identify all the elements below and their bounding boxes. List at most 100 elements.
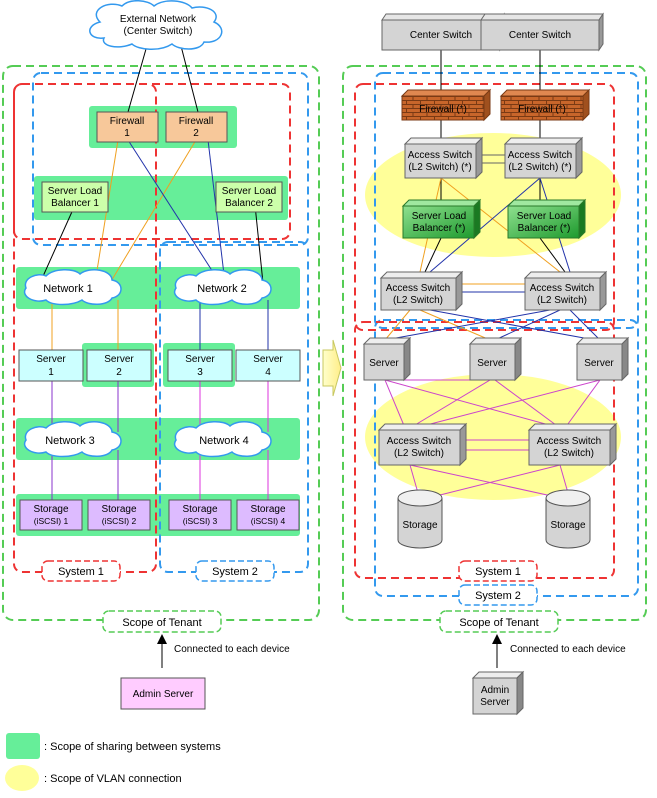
storage-1-sublabel: (iSCSI) 1	[34, 516, 69, 526]
tenant-tag: Scope of Tenant	[102, 610, 222, 633]
server-right-2-label: Server	[477, 358, 507, 369]
slb-right-1-label: Server Load	[412, 211, 466, 222]
server-load-balancer-1: Server Load Balancer 1	[41, 181, 109, 213]
server-1-label: Server	[36, 354, 66, 365]
access-switch-mid-2-label: Access Switch	[530, 283, 594, 294]
network-4-label: Network 4	[199, 435, 249, 447]
legend-sharing-label: : Scope of sharing between systems	[44, 741, 221, 753]
storage-2-label: Storage	[101, 504, 136, 515]
server-right-1: Server	[362, 336, 412, 382]
center-switch-1: Center Switch	[381, 12, 505, 52]
server-3-number: 3	[197, 367, 203, 378]
access-switch-bottom-1-label: Access Switch	[387, 436, 451, 447]
tenant-label-right: Scope of Tenant	[459, 617, 538, 629]
legend-vlan-swatch	[5, 765, 39, 791]
system1-upper-boundary-right	[354, 83, 615, 331]
access-switch-mid-1: Access Switch (L2 Switch)	[379, 270, 464, 312]
access-switch-top-1: Access Switch (L2 Switch) (*)	[403, 136, 484, 180]
network-3-label: Network 3	[45, 435, 95, 447]
system-2-tag: System 2	[195, 560, 275, 582]
access-switch-top-2: Access Switch (L2 Switch) (*)	[503, 136, 584, 180]
firewall-brick-2: Firewall (*)	[499, 88, 591, 122]
admin-server-right: Admin Server	[471, 670, 525, 716]
access-switch-top-1-label: Access Switch	[408, 150, 472, 161]
system-1-label-right: System 1	[475, 566, 521, 578]
access-switch-mid-1-sublabel: (L2 Switch)	[393, 295, 443, 306]
firewall-2-number: 2	[193, 128, 199, 139]
firewall-2: Firewall 2	[165, 111, 228, 143]
server-right-1-label: Server	[369, 358, 399, 369]
storage-iscsi-1: Storage (iSCSI) 1	[19, 499, 83, 531]
legend-sharing-swatch	[6, 733, 40, 759]
access-switch-mid-2-sublabel: (L2 Switch)	[537, 295, 587, 306]
center-switch-2: Center Switch	[480, 12, 604, 52]
storage-1-label: Storage	[33, 504, 68, 515]
connected-note: Connected to each device	[174, 644, 290, 655]
storage-iscsi-2: Storage (iSCSI) 2	[87, 499, 151, 531]
server-load-balancer-2: Server Load Balancer 2	[215, 181, 283, 213]
external-network-label: External Network	[120, 14, 197, 25]
external-network-cloud: External Network (Center Switch)	[89, 0, 223, 50]
center-switch-2-label: Center Switch	[509, 30, 571, 41]
server-3-label: Server	[185, 354, 215, 365]
server-4-number: 4	[265, 367, 271, 378]
server-1: Server 1	[18, 349, 84, 382]
system-2-label-right: System 2	[475, 590, 521, 602]
network-1-label: Network 1	[43, 283, 93, 295]
server-right-3: Server	[575, 336, 630, 382]
transition-arrow	[322, 339, 342, 397]
network-4-cloud: Network 4	[173, 420, 272, 458]
storage-iscsi-3: Storage (iSCSI) 3	[168, 499, 232, 531]
vlan-scope-bottom	[365, 374, 621, 500]
admin-server-right-label: Admin	[481, 685, 509, 696]
access-switch-bottom-2: Access Switch (L2 Switch)	[527, 422, 618, 467]
firewall-1: Firewall 1	[96, 111, 159, 143]
access-switch-bottom-1: Access Switch (L2 Switch)	[377, 422, 468, 467]
system1-scope-boundary	[13, 83, 291, 240]
server-load-balancer-right-1: Server Load Balancer (*)	[401, 198, 482, 240]
legend: : Scope of sharing between systems : Sco…	[5, 733, 221, 791]
server-1-number: 1	[48, 367, 54, 378]
firewall-brick-2-label: Firewall (*)	[518, 104, 566, 115]
slb-1-sublabel: Balancer 1	[51, 198, 99, 209]
storage-2-sublabel: (iSCSI) 2	[102, 516, 137, 526]
left-connections	[39, 41, 269, 668]
tenant-tag-right: Scope of Tenant	[439, 610, 559, 633]
server-right-3-label: Server	[584, 358, 614, 369]
system2-upper-boundary-right	[374, 72, 639, 329]
system-2-tag-right: System 2	[458, 584, 538, 606]
connected-note-right: Connected to each device	[510, 644, 626, 655]
slb-1-label: Server Load	[48, 186, 102, 197]
admin-server-right-sublabel: Server	[480, 697, 510, 708]
slb-2-sublabel: Balancer 2	[225, 198, 273, 209]
slb-2-label: Server Load	[222, 186, 276, 197]
admin-server: Admin Server	[120, 677, 206, 710]
access-switch-bottom-1-sublabel: (L2 Switch)	[394, 448, 444, 459]
access-switch-mid-1-label: Access Switch	[386, 283, 450, 294]
access-switch-mid-2: Access Switch (L2 Switch)	[523, 270, 608, 312]
access-switch-bottom-2-sublabel: (L2 Switch)	[544, 448, 594, 459]
legend-vlan-label: : Scope of VLAN connection	[44, 773, 182, 785]
access-switch-top-2-label: Access Switch	[508, 150, 572, 161]
storage-cylinder-2: Storage	[545, 489, 591, 549]
network-2-label: Network 2	[197, 283, 247, 295]
storage-cylinder-1: Storage	[397, 489, 443, 549]
access-switch-top-1-sublabel: (L2 Switch) (*)	[408, 162, 471, 173]
storage-iscsi-4: Storage (iSCSI) 4	[236, 499, 300, 531]
tenant-label: Scope of Tenant	[122, 617, 201, 629]
network-3-cloud: Network 3	[23, 420, 122, 458]
system-1-label: System 1	[58, 566, 104, 578]
network-2-cloud: Network 2	[173, 268, 272, 306]
system-1-tag-right: System 1	[458, 560, 538, 582]
system-2-label: System 2	[212, 566, 258, 578]
server-4-label: Server	[253, 354, 283, 365]
admin-arrow-head-right	[492, 634, 502, 644]
server-4: Server 4	[235, 349, 301, 382]
storage-4-label: Storage	[250, 504, 285, 515]
admin-server-label: Admin Server	[133, 689, 194, 700]
firewall-brick-1-label: Firewall (*)	[419, 104, 467, 115]
tenant-scope-boundary	[2, 65, 320, 621]
server-2-label: Server	[104, 354, 134, 365]
server-load-balancer-right-2: Server Load Balancer (*)	[506, 198, 587, 240]
